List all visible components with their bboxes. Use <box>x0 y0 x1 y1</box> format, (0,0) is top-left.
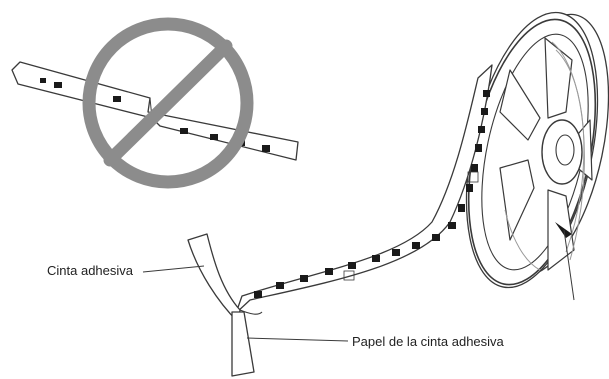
reel-pointer-line <box>563 229 575 301</box>
reel-hub-shadow <box>555 222 572 238</box>
label-papel-cinta-adhesiva: Papel de la cinta adhesiva <box>352 334 504 349</box>
label-cinta-adhesiva: Cinta adhesiva <box>47 263 133 278</box>
leader-line-backing <box>246 337 349 342</box>
unrolled-strip-chips <box>254 90 490 298</box>
reel-inner-coil-shading <box>504 41 585 271</box>
unrolled-strip-body <box>235 64 493 314</box>
unrolled-led-strip <box>235 64 493 314</box>
leader-line-tape <box>142 265 205 273</box>
prohibition-sign-icon <box>82 17 254 189</box>
unrolled-strip-marking-icon <box>343 171 479 281</box>
reel-hub-core <box>555 134 575 166</box>
adhesive-tape-backing-paper <box>231 311 255 377</box>
adhesive-tape <box>187 233 241 323</box>
adhesive-tape-curl <box>239 309 263 315</box>
adhesive-tape-end <box>187 233 263 377</box>
folded-strip-prohibited <box>11 17 299 189</box>
